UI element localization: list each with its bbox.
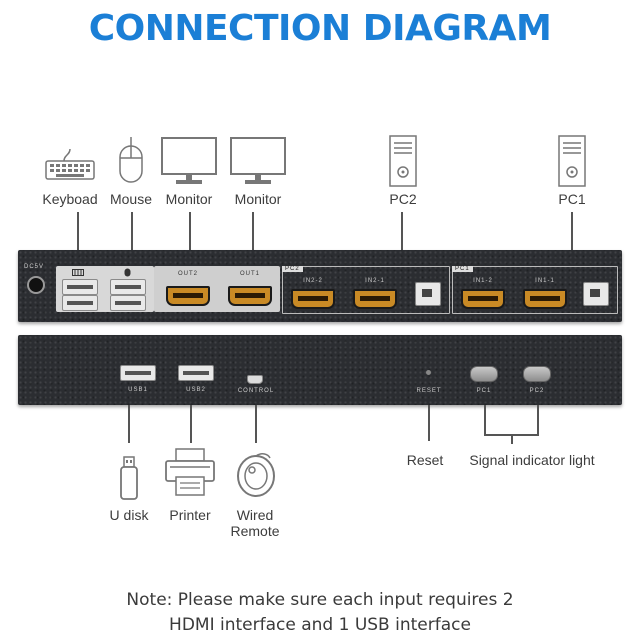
pc2-back-tag: PC2 [529,388,545,394]
usb-flash-drive-icon [120,456,138,500]
pc2-usb-b-port [415,282,441,306]
out1-tag: OUT1 [239,271,261,277]
hdmi-in1-2-tag: IN1-2 [473,278,493,284]
pc1-group-tag: PC1 [452,266,473,272]
udisk-connector-line [128,405,130,443]
monitor-1-connector-line [189,212,191,252]
remote-label-line1: Wired [236,507,274,523]
pc-tower-icon [389,135,417,187]
hdmi-in1-1-port [523,289,567,309]
pc2-group-tag: PC2 [282,266,303,272]
power-jack [27,276,45,294]
signal-indicator-label: Signal indicator light [469,452,595,468]
power-tag: DC5V [23,264,45,270]
note-line-1: Note: Please make sure each input requir… [126,590,514,610]
control-port [247,375,263,384]
monitor-2-label: Monitor [234,191,282,207]
monitor-2-connector-line [252,212,254,252]
mouse-icon [119,137,143,183]
hdmi-out1-port [228,286,272,306]
usb1-tag: USB1 [128,387,148,393]
printer-label: Printer [169,507,211,523]
hdmi-in1-1-tag: IN1-1 [535,278,555,284]
remote-label-line2: Remote [230,523,280,539]
usb2-port [178,365,214,381]
hdmi-in2-1-port [353,289,397,309]
keyboard-usb-port-2 [62,295,98,311]
signal-center-line [511,434,513,444]
kvm-back-panel: USB1 USB2 CONTROL RESET PC1 PC2 [18,335,622,405]
printer-connector-line [190,405,192,443]
control-tag: CONTROL [237,388,275,394]
mouse-usb-port [110,279,146,295]
signal-pc1-line [484,405,486,435]
keyboard-usb-port [62,279,98,295]
hdmi-in2-2-tag: IN2-2 [303,278,323,284]
keyboard-label: Keyboad [42,191,98,207]
out2-tag: OUT2 [177,271,199,277]
pc1-input-group: PC1 IN1-2 IN1-1 [452,266,618,314]
hdmi-in2-2-port [291,289,335,309]
usb2-tag: USB2 [186,387,206,393]
monitor-icon [161,137,217,184]
pc1-usb-b-port [583,282,609,306]
usb-hub-group [56,266,154,312]
pc1-back-tag: PC1 [476,388,492,394]
hdmi-out2-port [166,286,210,306]
hdmi-in2-1-tag: IN2-1 [365,278,385,284]
pc2-label: PC2 [389,191,417,207]
reset-label: Reset [406,452,444,468]
hdmi-in1-2-port [461,289,505,309]
kvm-front-panel: DC5V OUT2 OUT1 PC2 IN2-2 IN2-1 PC1 IN1-2… [18,250,622,322]
monitor-1-label: Monitor [165,191,213,207]
keyboard-icon [45,148,95,180]
pc-tower-icon [558,135,586,187]
pc2-connector-line [401,212,403,252]
wired-remote-icon [237,453,275,497]
pc1-connector-line [571,212,573,252]
pc2-indicator-button [523,366,551,382]
printer-icon [165,448,215,496]
keyboard-small-icon [72,269,84,276]
udisk-label: U disk [109,507,149,523]
remote-connector-line [255,405,257,443]
signal-pc2-line [537,405,539,435]
mouse-usb-port-2 [110,295,146,311]
mouse-label: Mouse [109,191,153,207]
monitor-icon [230,137,286,184]
pc2-input-group: PC2 IN2-2 IN2-1 [282,266,450,314]
reset-tag: RESET [416,388,442,394]
pc1-label: PC1 [558,191,586,207]
page-title: CONNECTION DIAGRAM [88,8,552,49]
keyboard-connector-line [77,212,79,252]
mouse-small-icon [124,268,131,277]
mouse-connector-line [131,212,133,252]
output-hdmi-group: OUT2 OUT1 [154,266,280,312]
note-line-2: HDMI interface and 1 USB interface [169,615,471,635]
usb1-port [120,365,156,381]
reset-button [426,370,431,375]
reset-connector-line [428,405,430,441]
pc1-indicator-button [470,366,498,382]
